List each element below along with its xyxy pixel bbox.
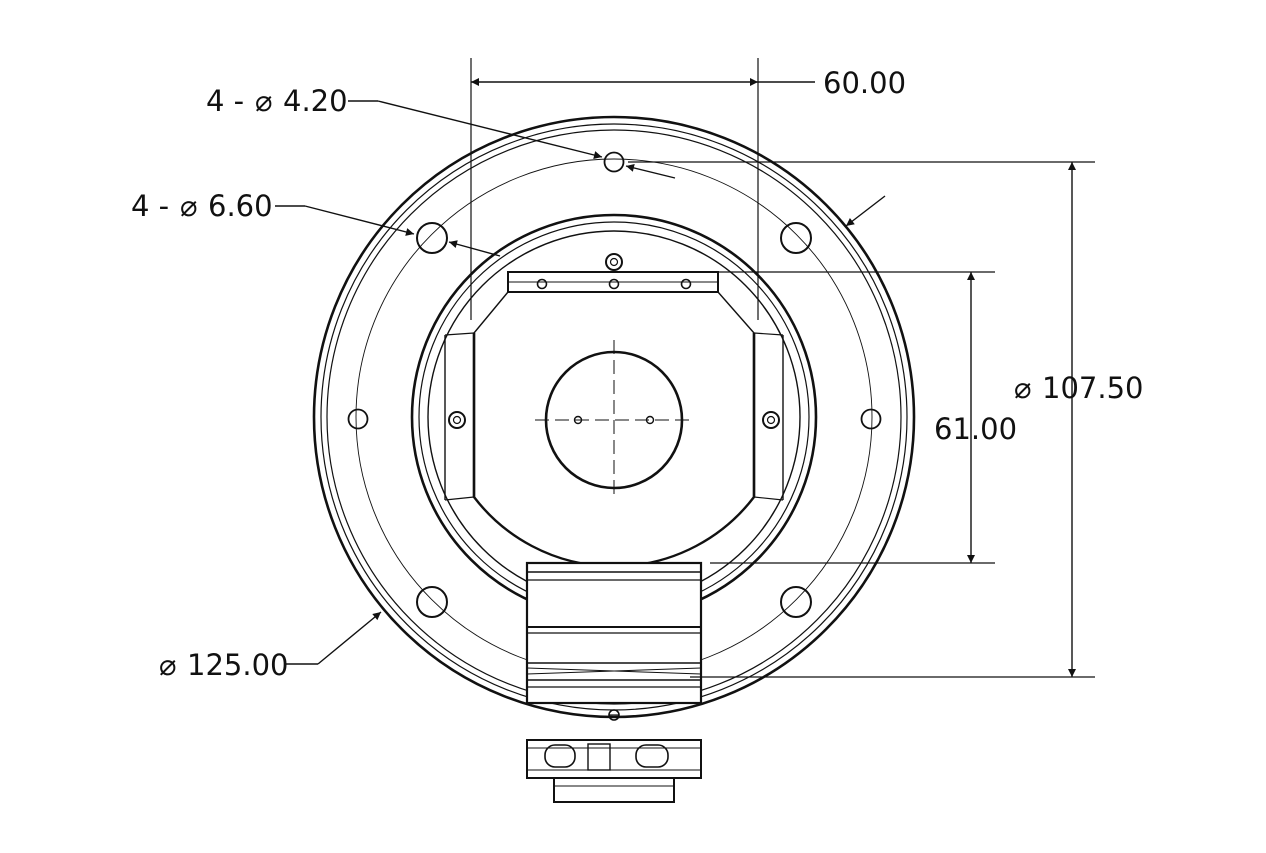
dim-outer-dia: 125.00 <box>187 648 288 682</box>
mounting-holes <box>347 151 882 618</box>
dim-body-height: 61.00 <box>934 412 1017 446</box>
dim-large-hole-qty: 4 - <box>131 189 169 223</box>
diameter-symbol: ⌀ <box>1014 371 1031 405</box>
center-aperture <box>535 340 693 500</box>
dim-bolt-circle-dia: 107.50 <box>1042 371 1143 405</box>
diameter-symbol: ⌀ <box>180 189 197 223</box>
dimension-lines <box>275 58 1095 678</box>
inner-ring <box>410 213 818 621</box>
diameter-symbol: ⌀ <box>255 84 272 118</box>
lower-connector <box>525 561 703 803</box>
dim-small-hole-qty: 4 - <box>206 84 244 118</box>
dim-small-hole-dia: 4.20 <box>283 84 348 118</box>
diameter-symbol: ⌀ <box>159 648 176 682</box>
square-body <box>444 253 784 568</box>
dim-top-width: 60.00 <box>823 66 906 100</box>
dim-large-hole-dia: 6.60 <box>208 189 273 223</box>
